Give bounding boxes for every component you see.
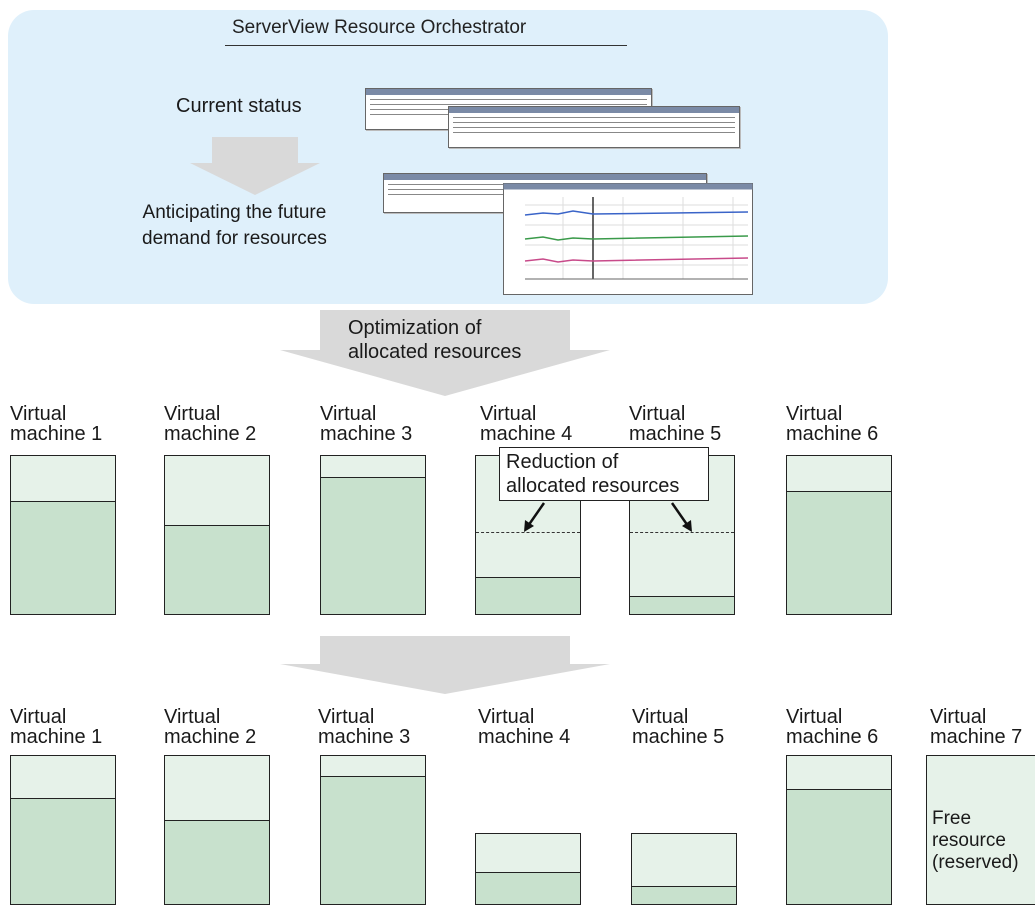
vm-label: Virtual machine 3 bbox=[320, 403, 413, 445]
used-resource bbox=[11, 797, 115, 904]
vm-label: Virtual machine 4 bbox=[480, 403, 573, 445]
vm-resource-block bbox=[475, 833, 581, 905]
used-resource bbox=[11, 500, 115, 614]
free-resource-block bbox=[926, 755, 1035, 905]
reduction-arrow-left bbox=[524, 502, 546, 532]
vm-resource-block bbox=[786, 755, 892, 905]
vm-label: Virtual machine 5 bbox=[629, 403, 722, 445]
vm-resource-block bbox=[631, 833, 737, 905]
vm-resource-block bbox=[10, 755, 116, 905]
reduction-line bbox=[630, 532, 734, 534]
vm-label: Virtual machine 6 bbox=[786, 706, 879, 748]
anticipating-line-2: demand for resources bbox=[142, 228, 327, 249]
optimization-line-1: Optimization of bbox=[348, 317, 482, 339]
reduction-arrow-right bbox=[670, 502, 692, 532]
vm-resource-block bbox=[10, 455, 116, 615]
vm-label: Virtual machine 7 bbox=[930, 706, 1023, 748]
down-arrow-optimization bbox=[280, 310, 610, 396]
reduction-callout: Reduction of allocated resources bbox=[499, 447, 709, 501]
used-resource bbox=[476, 576, 580, 614]
vm-resource-block bbox=[320, 455, 426, 615]
graph-thumbnail bbox=[503, 183, 753, 295]
reduction-line-2: allocated resources bbox=[506, 475, 680, 497]
optimization-label: Optimization of allocated resources bbox=[348, 316, 521, 364]
used-resource bbox=[321, 477, 425, 614]
optimization-line-2: allocated resources bbox=[348, 341, 522, 363]
down-arrow-result bbox=[280, 636, 610, 694]
title-underline bbox=[225, 45, 627, 46]
anticipating-label: Anticipating the future demand for resou… bbox=[142, 200, 327, 252]
current-status-label: Current status bbox=[176, 95, 302, 117]
status-table-thumbnail-2 bbox=[448, 106, 740, 148]
free-resource-label: Free resource (reserved) bbox=[932, 808, 1019, 873]
vm-resource-block bbox=[164, 455, 270, 615]
anticipating-line-1: Anticipating the future bbox=[142, 202, 327, 223]
vm-label: Virtual machine 1 bbox=[10, 706, 103, 748]
reduction-line bbox=[476, 532, 580, 534]
used-resource bbox=[787, 789, 891, 904]
vm-resource-block bbox=[164, 755, 270, 905]
used-resource bbox=[632, 886, 736, 904]
used-resource bbox=[321, 775, 425, 904]
orchestrator-title: ServerView Resource Orchestrator bbox=[232, 17, 527, 38]
vm-label: Virtual machine 2 bbox=[164, 403, 257, 445]
used-resource bbox=[165, 524, 269, 614]
vm-label: Virtual machine 6 bbox=[786, 403, 879, 445]
vm-label: Virtual machine 3 bbox=[318, 706, 411, 748]
used-resource bbox=[787, 491, 891, 614]
vm-resource-block bbox=[786, 455, 892, 615]
reduction-line-1: Reduction of bbox=[506, 451, 619, 473]
used-resource bbox=[476, 871, 580, 904]
down-arrow-small bbox=[190, 137, 320, 195]
vm-label: Virtual machine 5 bbox=[632, 706, 725, 748]
vm-label: Virtual machine 2 bbox=[164, 706, 257, 748]
vm-label: Virtual machine 1 bbox=[10, 403, 103, 445]
vm-label: Virtual machine 4 bbox=[478, 706, 571, 748]
used-resource bbox=[165, 820, 269, 904]
vm-resource-block bbox=[320, 755, 426, 905]
orchestrator-panel bbox=[8, 10, 888, 304]
used-resource bbox=[630, 595, 734, 614]
